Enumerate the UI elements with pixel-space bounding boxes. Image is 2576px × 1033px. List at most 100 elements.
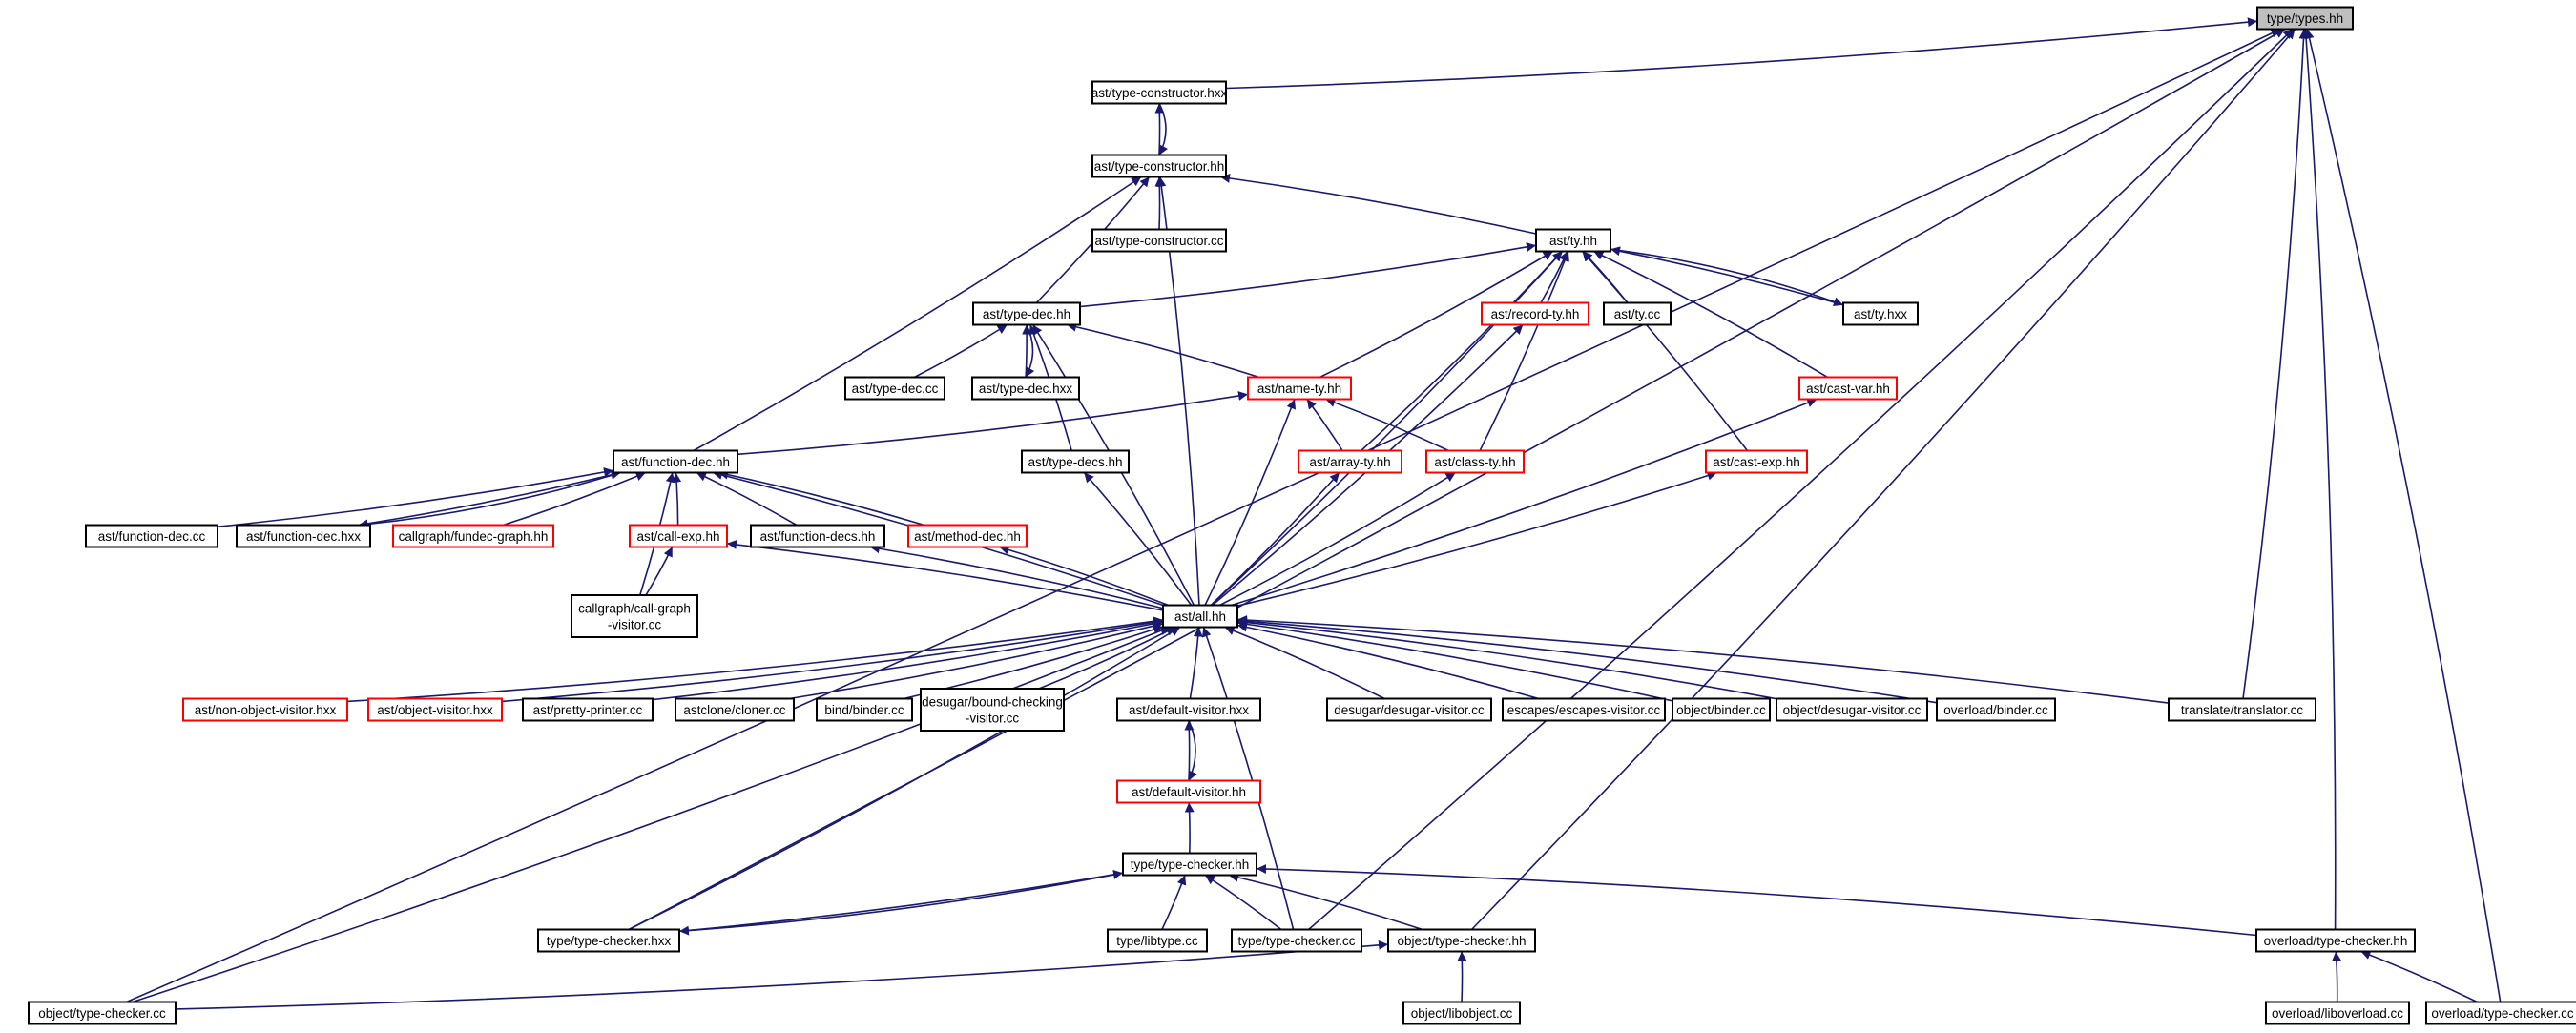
node-box[interactable]: [182, 697, 348, 722]
node-defvis-hxx[interactable]: ast/default-visitor.hxx: [1116, 697, 1261, 722]
node-classty-hh[interactable]: ast/class-ty.hh: [1425, 449, 1525, 474]
node-defvis-hh[interactable]: ast/default-visitor.hh: [1116, 779, 1261, 804]
node-bindbinder-cc[interactable]: bind/binder.cc: [816, 697, 913, 722]
node-tc-cc[interactable]: ast/type-constructor.cc: [1091, 228, 1227, 253]
node-box[interactable]: [2255, 928, 2416, 953]
node-fundec-hh[interactable]: ast/function-dec.hh: [613, 449, 738, 474]
node-fundecs-hh[interactable]: ast/function-decs.hh: [750, 524, 885, 548]
node-box[interactable]: [1502, 697, 1666, 722]
node-box[interactable]: [844, 376, 945, 401]
node-ovbinder-cc[interactable]: overload/binder.cc: [1936, 697, 2056, 722]
node-box[interactable]: [236, 524, 371, 548]
node-typedec-hxx[interactable]: ast/type-dec.hxx: [971, 376, 1080, 401]
node-ty-hh[interactable]: ast/ty.hh: [1535, 228, 1611, 253]
node-ttc-cc[interactable]: type/type-checker.cc: [1231, 928, 1362, 953]
node-box[interactable]: [675, 697, 795, 722]
node-otc-cc[interactable]: object/type-checker.cc: [28, 1001, 177, 1025]
node-box[interactable]: [1776, 697, 1928, 722]
node-ovtc-hh[interactable]: overload/type-checker.hh: [2255, 928, 2416, 953]
node-box[interactable]: [2256, 6, 2354, 31]
node-typedecs-hh[interactable]: ast/type-decs.hh: [1021, 449, 1130, 474]
node-fundecgraph-hh[interactable]: callgraph/fundec-graph.hh: [392, 524, 554, 548]
node-box[interactable]: [1247, 376, 1352, 401]
node-box[interactable]: [1402, 1001, 1521, 1025]
node-objbinder-cc[interactable]: object/binder.cc: [1672, 697, 1771, 722]
node-box[interactable]: [1481, 301, 1589, 326]
node-box[interactable]: [1162, 604, 1238, 629]
node-castexp-hh[interactable]: ast/cast-exp.hh: [1705, 449, 1808, 474]
node-fundec-hxx[interactable]: ast/function-dec.hxx: [236, 524, 371, 548]
node-box[interactable]: [1116, 697, 1261, 722]
node-box[interactable]: [28, 1001, 177, 1025]
node-castvar-hh[interactable]: ast/cast-var.hh: [1798, 376, 1898, 401]
node-objdesugar-cc[interactable]: object/desugar-visitor.cc: [1776, 697, 1928, 722]
node-ty-cc[interactable]: ast/ty.cc: [1603, 301, 1672, 326]
node-box[interactable]: [1425, 449, 1525, 474]
node-tc-hxx[interactable]: ast/type-constructor.hxx: [1091, 80, 1228, 105]
node-box[interactable]: [1326, 697, 1492, 722]
node-cloner-cc[interactable]: astclone/cloner.cc: [675, 697, 795, 722]
node-objvis-hxx[interactable]: ast/object-visitor.hxx: [367, 697, 503, 722]
node-box[interactable]: [816, 697, 913, 722]
node-box[interactable]: [367, 697, 503, 722]
node-box[interactable]: [1091, 80, 1227, 105]
node-box[interactable]: [1535, 228, 1611, 253]
node-box[interactable]: [1116, 779, 1261, 804]
node-libtype-cc[interactable]: type/libtype.cc: [1107, 928, 1208, 953]
node-types-hh[interactable]: type/types.hh: [2256, 6, 2354, 31]
node-box[interactable]: [1122, 852, 1257, 877]
node-pretty-cc[interactable]: ast/pretty-printer.cc: [522, 697, 654, 722]
node-box[interactable]: [1603, 301, 1672, 326]
node-box[interactable]: [920, 688, 1065, 732]
node-callexp-hh[interactable]: ast/call-exp.hh: [629, 524, 728, 548]
node-box[interactable]: [2168, 697, 2316, 722]
node-liboverload-cc[interactable]: overload/liboverload.cc: [2265, 1001, 2410, 1025]
node-typedec-hh[interactable]: ast/type-dec.hh: [972, 301, 1081, 326]
node-box[interactable]: [1021, 449, 1130, 474]
node-box[interactable]: [1298, 449, 1402, 474]
node-box[interactable]: [971, 376, 1080, 401]
node-namety-hh[interactable]: ast/name-ty.hh: [1247, 376, 1352, 401]
node-fundec-cc[interactable]: ast/function-dec.cc: [85, 524, 218, 548]
node-box[interactable]: [85, 524, 218, 548]
node-libobject-cc[interactable]: object/libobject.cc: [1402, 1001, 1521, 1025]
node-box[interactable]: [1705, 449, 1808, 474]
node-box[interactable]: [1091, 154, 1227, 178]
node-recordty-hh[interactable]: ast/record-ty.hh: [1481, 301, 1589, 326]
node-nonobjvis-hxx[interactable]: ast/non-object-visitor.hxx: [182, 697, 348, 722]
node-box[interactable]: [972, 301, 1081, 326]
node-box[interactable]: [750, 524, 885, 548]
node-box[interactable]: [537, 928, 680, 953]
node-cgvisitor-cc[interactable]: callgraph/call-graph-visitor.cc: [571, 594, 698, 638]
node-box[interactable]: [907, 524, 1028, 548]
node-desugarvis-cc[interactable]: desugar/desugar-visitor.cc: [1326, 697, 1492, 722]
node-boundcheck-cc[interactable]: desugar/bound-checking-visitor.cc: [920, 688, 1065, 732]
node-box[interactable]: [1231, 928, 1362, 953]
node-otc-hh[interactable]: object/type-checker.hh: [1387, 928, 1536, 953]
node-ty-hxx[interactable]: ast/ty.hxx: [1842, 301, 1919, 326]
node-box[interactable]: [571, 594, 698, 638]
node-ttc-hxx[interactable]: type/type-checker.hxx: [537, 928, 680, 953]
node-box[interactable]: [2265, 1001, 2410, 1025]
node-box[interactable]: [1798, 376, 1898, 401]
node-box[interactable]: [1091, 228, 1227, 253]
node-ttc-hh[interactable]: type/type-checker.hh: [1122, 852, 1257, 877]
node-typedec-cc[interactable]: ast/type-dec.cc: [844, 376, 945, 401]
node-all-hh[interactable]: ast/all.hh: [1162, 604, 1238, 629]
node-methoddec-hh[interactable]: ast/method-dec.hh: [907, 524, 1028, 548]
node-box[interactable]: [1387, 928, 1536, 953]
node-box[interactable]: [1936, 697, 2056, 722]
node-tc-hh[interactable]: ast/type-constructor.hh: [1091, 154, 1227, 178]
node-box[interactable]: [629, 524, 728, 548]
node-box[interactable]: [1842, 301, 1919, 326]
node-box[interactable]: [613, 449, 738, 474]
node-escapes-cc[interactable]: escapes/escapes-visitor.cc: [1502, 697, 1666, 722]
node-box[interactable]: [522, 697, 654, 722]
node-box[interactable]: [392, 524, 554, 548]
node-box[interactable]: [1107, 928, 1208, 953]
node-box[interactable]: [1672, 697, 1771, 722]
node-box[interactable]: [2425, 1001, 2576, 1025]
node-arrayty-hh[interactable]: ast/array-ty.hh: [1298, 449, 1402, 474]
node-ovtc-cc[interactable]: overload/type-checker.cc: [2425, 1001, 2576, 1025]
node-translator-cc[interactable]: translate/translator.cc: [2168, 697, 2316, 722]
